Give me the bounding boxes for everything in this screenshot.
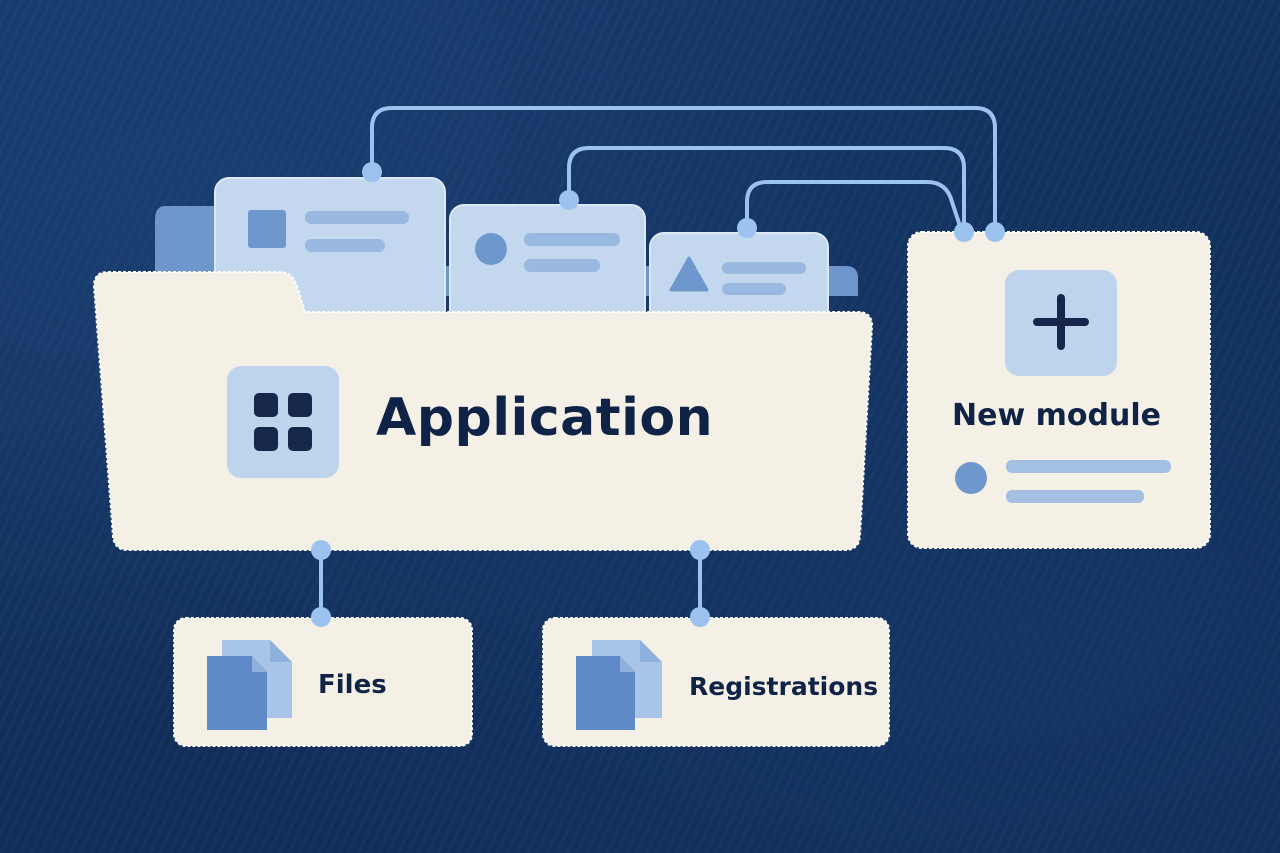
application-folder[interactable] <box>92 271 874 551</box>
connector-circle-card <box>567 146 966 234</box>
documents-icon <box>576 640 662 730</box>
connector-lines <box>319 106 997 619</box>
new-module-title: New module <box>952 398 1161 433</box>
tab-card-circle[interactable] <box>449 204 646 326</box>
connector-dot <box>954 222 974 242</box>
connector-square-card <box>370 106 997 234</box>
placeholder-line <box>722 262 806 274</box>
placeholder-line <box>305 239 385 252</box>
placeholder-line <box>722 283 786 295</box>
registrations-card[interactable] <box>542 617 890 747</box>
connector-dot <box>362 162 382 182</box>
connector-dot <box>559 190 579 210</box>
files-card[interactable] <box>173 617 473 747</box>
grid-icon <box>227 366 339 478</box>
tab-card-triangle[interactable] <box>649 232 829 326</box>
placeholder-line <box>1006 460 1171 473</box>
connector-triangle-card <box>745 180 964 234</box>
placeholder-line <box>524 233 620 246</box>
connector-dot <box>985 222 1005 242</box>
circle-icon <box>475 233 507 265</box>
square-icon <box>248 210 286 248</box>
plus-icon <box>1005 270 1117 376</box>
triangle-icon <box>669 256 709 292</box>
placeholder-line <box>1006 490 1144 503</box>
connector-dot <box>311 607 331 627</box>
registrations-label: Registrations <box>689 672 879 701</box>
connector-dot <box>690 607 710 627</box>
connector-dot <box>737 218 757 238</box>
files-label: Files <box>318 670 387 700</box>
placeholder-line <box>524 259 600 272</box>
avatar-dot <box>955 462 987 494</box>
application-title: Application <box>376 388 714 448</box>
new-module-card[interactable] <box>907 231 1211 549</box>
connector-dot <box>311 540 331 560</box>
connector-dots <box>311 162 1005 627</box>
placeholder-line <box>305 211 409 224</box>
documents-icon <box>207 640 292 730</box>
connector-dot <box>690 540 710 560</box>
